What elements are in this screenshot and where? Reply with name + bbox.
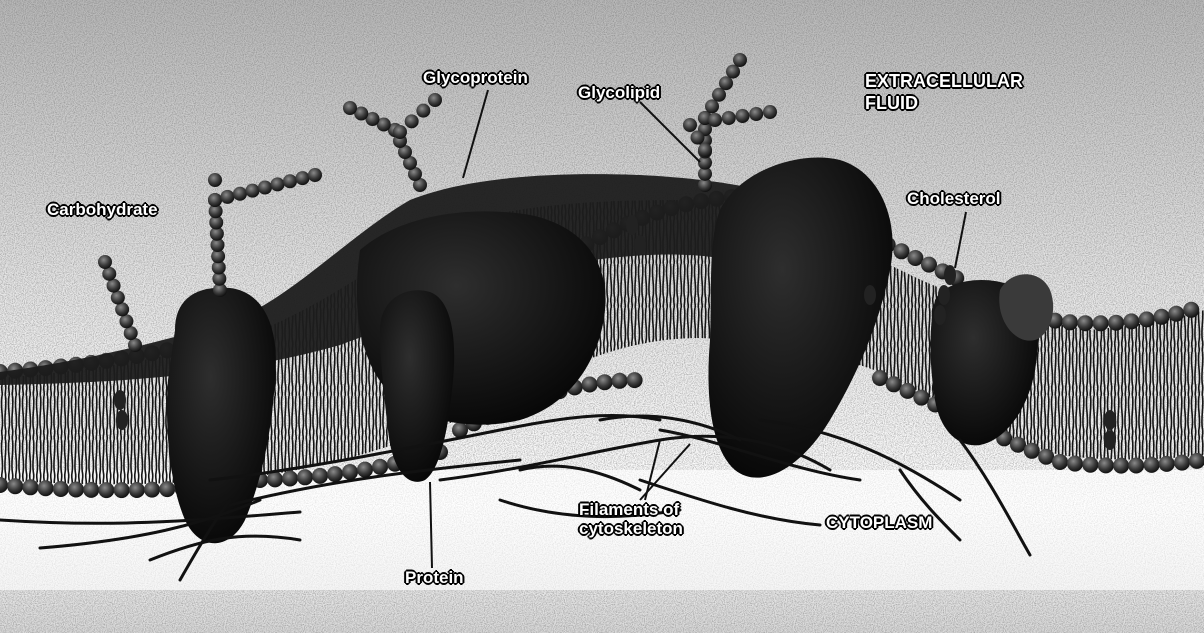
sugar-bead (308, 168, 322, 182)
phospholipid-head (1010, 437, 1026, 453)
phospholipid-head (872, 370, 888, 386)
extracellular-label-line1: EXTRACELLULAR (865, 70, 1023, 92)
sugar-bead (749, 107, 763, 121)
phospholipid-head (582, 377, 598, 393)
phospholipid-head (886, 376, 902, 392)
phospholipid-head (627, 372, 643, 388)
protein-label: Protein (405, 568, 464, 587)
sugar-bead (98, 255, 112, 269)
sugar-bead (283, 174, 297, 188)
sugar-bead (343, 101, 357, 115)
phospholipid-head (22, 479, 38, 495)
phospholipid-head (1174, 455, 1190, 471)
phospholipid-head (1154, 309, 1170, 325)
sugar-bead (233, 187, 247, 201)
sugar-bead (258, 181, 272, 195)
sugar-bead (763, 105, 777, 119)
phospholipid-head (38, 480, 54, 496)
phospholipid-head (342, 464, 358, 480)
phospholipid-head (612, 373, 628, 389)
phospholipid-head (1024, 443, 1040, 459)
sugar-bead (719, 76, 733, 90)
glycoprotein-label: Glycoprotein (423, 68, 528, 87)
phospholipid-head (282, 471, 298, 487)
phospholipid-head (267, 471, 283, 487)
cytoplasm-label: CYTOPLASM (826, 513, 932, 532)
phospholipid-head (894, 243, 910, 259)
sugar-bead (733, 53, 747, 67)
sugar-bead (296, 171, 310, 185)
sugar-bead (698, 143, 712, 157)
sugar-bead (246, 184, 260, 198)
phospholipid-head (312, 468, 328, 484)
phospholipid-head (1093, 315, 1109, 331)
extracellular-label-line2: FLUID (865, 92, 1023, 114)
sugar-bead (208, 193, 222, 207)
filaments-label-line1: Filaments of (579, 500, 683, 519)
sugar-bead (691, 131, 705, 145)
cholesterol-label: Cholesterol (907, 189, 1001, 208)
glycolipid-label: Glycolipid (578, 83, 660, 102)
phospholipid-head (327, 466, 343, 482)
phospholipid-head (1168, 306, 1184, 322)
sugar-bead (736, 109, 750, 123)
phospholipid-head (1062, 314, 1078, 330)
phospholipid-head (1123, 313, 1139, 329)
phospholipid-head (159, 481, 175, 497)
phospholipid-head (1067, 456, 1083, 472)
phospholipid-head (1052, 454, 1068, 470)
extracellular-fluid-label: EXTRACELLULAR FLUID (865, 70, 1023, 114)
phospholipid-head (68, 482, 84, 498)
carbohydrate-label: Carbohydrate (47, 200, 158, 219)
phospholipid-head (7, 478, 23, 494)
filaments-of-cytoskeleton-label: Filaments of cytoskeleton (579, 500, 683, 538)
phospholipid-head (597, 374, 613, 390)
sugar-bead (271, 177, 285, 191)
phospholipid-head (1038, 449, 1054, 465)
phospholipid-head (1077, 315, 1093, 331)
phospholipid-head (1098, 457, 1114, 473)
phospholipid-head (129, 482, 145, 498)
sugar-bead (708, 113, 722, 127)
phospholipid-head (297, 469, 313, 485)
phospholipid-head (1144, 457, 1160, 473)
sugar-bead (208, 173, 222, 187)
phospholipid-head (1183, 302, 1199, 318)
sugar-bead (393, 125, 407, 139)
phospholipid-head (1113, 458, 1129, 474)
sugar-bead (726, 65, 740, 79)
sugar-bead (712, 88, 726, 102)
phospholipid-head (1139, 311, 1155, 327)
phospholipid-head (357, 462, 373, 478)
phospholipid-head (372, 459, 388, 475)
sugar-bead (416, 104, 430, 118)
phospholipid-head (1128, 458, 1144, 474)
phospholipid-head (144, 482, 160, 498)
sugar-bead (705, 99, 719, 113)
sugar-bead (683, 118, 697, 132)
sugar-bead (221, 190, 235, 204)
phospholipid-head (1159, 456, 1175, 472)
phospholipid-head (907, 250, 923, 266)
phospholipid-head (1082, 457, 1098, 473)
sugar-bead (722, 111, 736, 125)
sugar-bead (428, 93, 442, 107)
phospholipid-head (1108, 315, 1124, 331)
phospholipid-head (900, 383, 916, 399)
sugar-bead (405, 114, 419, 128)
phospholipid-head (83, 482, 99, 498)
phospholipid-head (53, 481, 69, 497)
phospholipid-head (114, 482, 130, 498)
filaments-label-line2: cytoskeleton (579, 519, 683, 538)
phospholipid-head (913, 390, 929, 406)
phospholipid-head (921, 257, 937, 273)
phospholipid-head (98, 482, 114, 498)
